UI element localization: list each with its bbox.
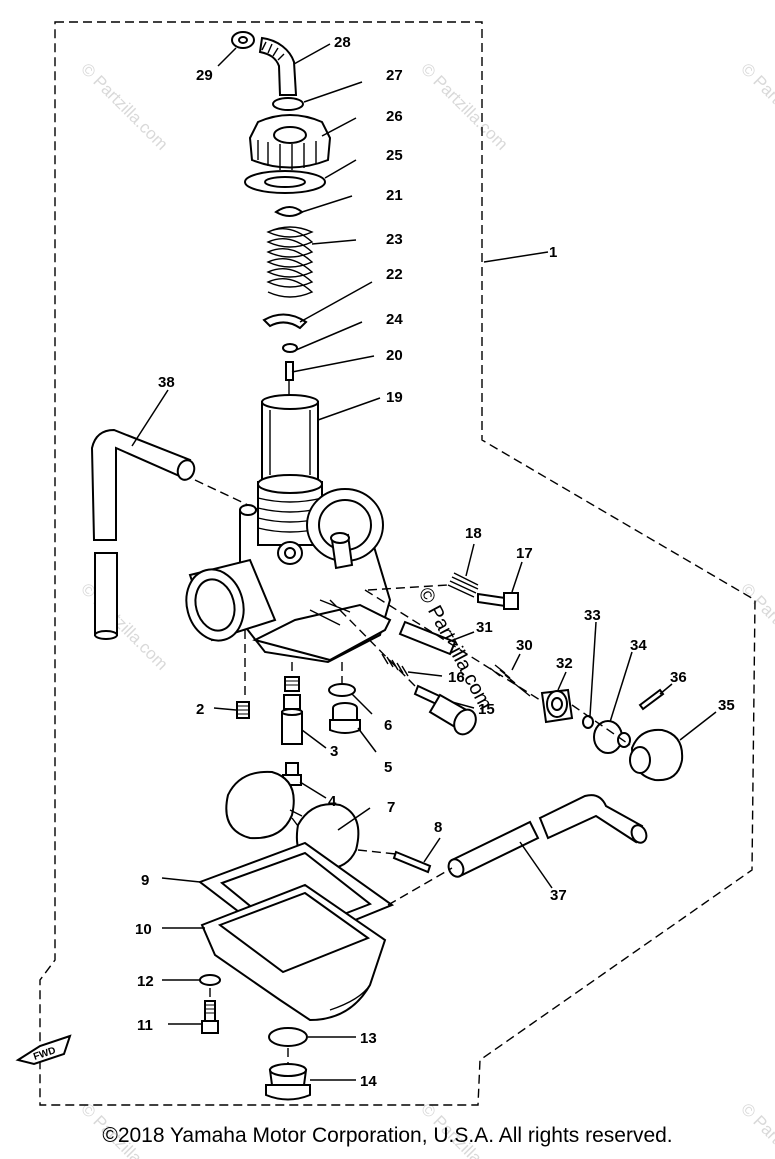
callout-29: 29 [196, 67, 213, 84]
callout-19: 19 [386, 389, 403, 406]
part-11-screw [201, 1000, 219, 1034]
callout-16: 16 [448, 669, 465, 686]
callout-25: 25 [386, 147, 403, 164]
connector-line [194, 479, 249, 506]
callout-8: 8 [434, 819, 442, 836]
watermark: © Partzilla.com [77, 579, 171, 673]
part-13-o-ring [268, 1027, 308, 1047]
part-26-mixing-chamber-top [248, 114, 332, 170]
part-14-drain-plug [265, 1063, 311, 1101]
part-38-air-vent-tube [90, 428, 196, 640]
part-18-throttle-stop-screw [447, 572, 479, 598]
part-4-main-jet [282, 762, 302, 786]
callout-21: 21 [386, 187, 403, 204]
part-25-gasket [244, 170, 326, 194]
callout-6: 6 [384, 717, 392, 734]
callout-23: 23 [386, 231, 403, 248]
callout-5: 5 [384, 759, 392, 776]
part-35-starter-knob [629, 728, 684, 782]
callout-38: 38 [158, 374, 175, 391]
assembly-boundary [39, 21, 756, 1106]
callout-labels: 1 2 3 4 5 6 7 8 9 10 11 12 13 14 15 16 1… [135, 34, 735, 1090]
callout-15: 15 [478, 701, 495, 718]
part-10-float-chamber [200, 883, 387, 1022]
callout-14: 14 [360, 1073, 377, 1090]
part-32-starter-plunger-nut [540, 688, 574, 724]
copyright-notice: ©2018 Yamaha Motor Corporation, U.S.A. A… [102, 1124, 673, 1147]
callout-1: 1 [549, 244, 557, 261]
callout-12: 12 [137, 973, 154, 990]
part-37-overflow-tube [447, 794, 648, 878]
callout-22: 22 [386, 266, 403, 283]
watermark: © Partzilla.com [77, 59, 171, 153]
callout-35: 35 [718, 697, 735, 714]
callout-26: 26 [386, 108, 403, 125]
callout-18: 18 [465, 525, 482, 542]
watermark: © Partzilla.com [417, 59, 511, 153]
callout-11: 11 [137, 1017, 153, 1034]
part-23-throttle-valve-spring [266, 226, 314, 298]
part-2-pilot-jet [236, 701, 250, 719]
part-7-float [225, 770, 360, 870]
callout-24: 24 [386, 311, 403, 328]
connector-line [329, 599, 416, 687]
part-22-needle-seat [262, 313, 308, 330]
callout-30: 30 [516, 637, 533, 654]
connector-line [387, 867, 453, 906]
leader-lines [131, 43, 717, 1081]
callout-27: 27 [386, 67, 403, 84]
part-29-washer [231, 31, 255, 49]
part-24-needle-clip [282, 343, 298, 353]
callout-20: 20 [386, 347, 403, 364]
part-30-starter-plunger-spring [489, 664, 531, 697]
part-33-ring [582, 715, 594, 729]
part-15-pilot-air-screw [413, 684, 477, 736]
part-6-washer [328, 683, 356, 697]
part-3-needle-jet [281, 676, 303, 745]
callout-32: 32 [556, 655, 573, 672]
part-27-o-ring [272, 97, 304, 111]
callout-34: 34 [630, 637, 647, 654]
callout-17: 17 [516, 545, 533, 562]
callout-36: 36 [670, 669, 687, 686]
part-34-plunger-cap [593, 720, 631, 754]
part-5-plug [329, 702, 361, 734]
callout-33: 33 [584, 607, 601, 624]
part-28-air-vent-pipe [258, 36, 298, 96]
callout-28: 28 [334, 34, 351, 51]
part-8-float-pin [392, 850, 432, 874]
part-36-cotter-pin [638, 688, 665, 711]
callout-37: 37 [550, 887, 567, 904]
callout-4: 4 [328, 793, 337, 810]
connector-line [364, 589, 541, 701]
watermark: © Partzilla.com [737, 579, 775, 673]
part-19-throttle-valve [261, 394, 319, 481]
watermark: © Partzilla.com [737, 59, 775, 153]
part-12-washer [199, 974, 221, 986]
callout-13: 13 [360, 1030, 377, 1047]
fwd-arrow-badge: FWD [15, 1034, 72, 1066]
connector-line [571, 704, 631, 746]
callout-9: 9 [141, 872, 149, 889]
callout-3: 3 [330, 743, 338, 760]
callout-7: 7 [387, 799, 395, 816]
callout-2: 2 [196, 701, 204, 718]
part-17-screw [477, 592, 519, 610]
callout-31: 31 [476, 619, 493, 636]
callout-10: 10 [135, 921, 152, 938]
carburetor-body [185, 474, 392, 664]
part-21-clip [274, 206, 304, 217]
connector-line [357, 849, 397, 855]
